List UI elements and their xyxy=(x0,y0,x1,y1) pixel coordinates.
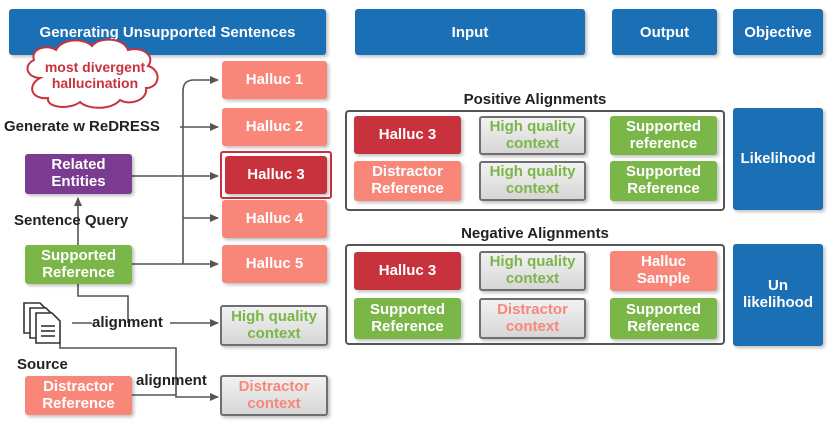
halluc-3-box: Halluc 3 xyxy=(225,156,327,194)
distractor-reference-box: Distractor Reference xyxy=(25,376,132,415)
neg-supported-reference-input: Supported Reference xyxy=(354,298,461,339)
pos-distractor-reference: Distractor Reference xyxy=(354,161,461,201)
pos-hq-context-2: High quality context xyxy=(479,161,586,201)
distractor-context-box: Distractor context xyxy=(220,375,328,416)
cloud-text: most divergent hallucination xyxy=(44,59,146,91)
alignment-label-2: alignment xyxy=(136,372,207,389)
neg-supported-reference-output: Supported Reference xyxy=(610,298,717,339)
header-input: Input xyxy=(355,9,585,55)
unlikelihood-box: Un likelihood xyxy=(733,244,823,346)
header-objective: Objective xyxy=(733,9,823,55)
generate-label: Generate w ReDRESS xyxy=(4,118,160,135)
halluc-5-box: Halluc 5 xyxy=(222,245,327,283)
halluc-4-box: Halluc 4 xyxy=(222,200,327,238)
pos-hq-context-1: High quality context xyxy=(479,116,586,155)
neg-halluc-sample: Halluc Sample xyxy=(610,251,717,291)
neg-halluc-3-box: Halluc 3 xyxy=(354,252,461,290)
likelihood-box: Likelihood xyxy=(733,108,823,210)
halluc-1-box: Halluc 1 xyxy=(222,61,327,99)
pos-halluc-3-box: Halluc 3 xyxy=(354,116,461,154)
related-entities-box: Related Entities xyxy=(25,154,132,194)
pos-supported-reference-2: Supported Reference xyxy=(610,161,717,201)
document-icon xyxy=(23,302,61,344)
negative-title: Negative Alignments xyxy=(461,225,609,242)
pos-supported-reference-1: Supported reference xyxy=(610,116,717,155)
hq-context-box: High quality context xyxy=(220,305,328,346)
halluc-2-box: Halluc 2 xyxy=(222,108,327,146)
supported-reference-box: Supported Reference xyxy=(25,245,132,284)
neg-hq-context: High quality context xyxy=(479,251,586,291)
positive-title: Positive Alignments xyxy=(463,91,607,108)
sentence-query-label: Sentence Query xyxy=(14,212,129,229)
alignment-label-1: alignment xyxy=(92,314,163,331)
header-output: Output xyxy=(612,9,717,55)
source-label: Source xyxy=(17,356,68,373)
neg-distractor-context: Distractor context xyxy=(479,298,586,339)
cloud-shape xyxy=(26,38,159,109)
